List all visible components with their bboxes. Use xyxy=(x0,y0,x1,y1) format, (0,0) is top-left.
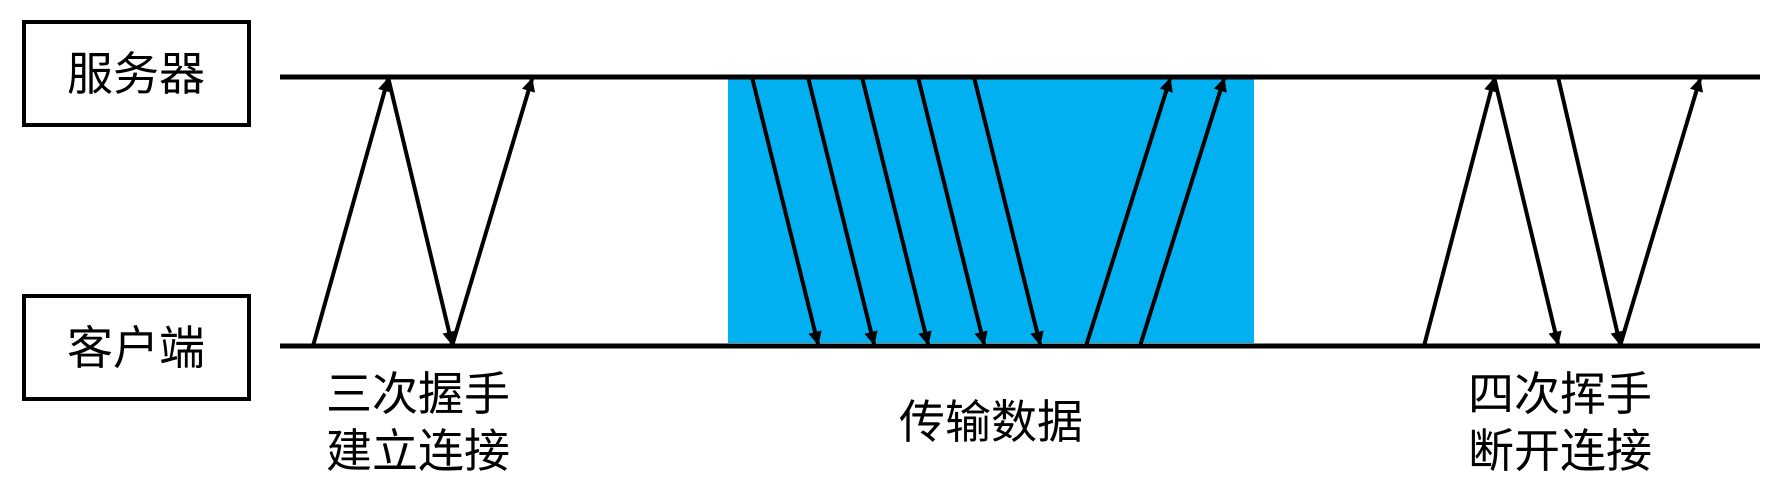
client-box xyxy=(22,294,251,401)
message-arrow-6-transfer-server-to-client xyxy=(860,76,932,346)
message-arrow-10-transfer-client-to-server xyxy=(1138,77,1227,347)
message-arrow-14-disconnect-client-to-server xyxy=(1618,77,1704,347)
disconnect-caption-line1: 四次挥手 xyxy=(1468,367,1652,421)
message-arrow-4-transfer-server-to-client xyxy=(750,76,822,346)
server-box xyxy=(22,20,251,127)
server-label: 服务器 xyxy=(67,47,205,101)
connect-caption-line2: 建立连接 xyxy=(326,424,510,478)
message-arrow-3-connect-client-to-server xyxy=(450,77,536,347)
disconnect-caption: 四次挥手 断开连接 xyxy=(1468,367,1652,478)
message-arrow-9-transfer-client-to-server xyxy=(1084,77,1173,347)
transfer-caption: 传输数据 xyxy=(899,395,1083,449)
transfer-band xyxy=(728,77,1254,343)
message-arrow-5-transfer-server-to-client xyxy=(806,76,878,346)
server-node: 服务器 xyxy=(22,20,251,127)
message-arrow-13-disconnect-server-to-client xyxy=(1556,76,1624,346)
message-arrows xyxy=(311,76,1704,347)
message-arrow-2-connect-server-to-client xyxy=(386,76,456,346)
connect-caption-line1: 三次握手 xyxy=(326,367,510,421)
message-arrow-12-disconnect-server-to-client xyxy=(1492,76,1562,346)
message-arrow-8-transfer-server-to-client xyxy=(972,76,1044,346)
client-node: 客户端 xyxy=(22,294,251,401)
message-arrow-1-connect-client-to-server xyxy=(311,77,392,347)
message-arrow-7-transfer-server-to-client xyxy=(916,76,988,346)
client-label: 客户端 xyxy=(67,321,205,375)
disconnect-caption-line2: 断开连接 xyxy=(1468,424,1652,478)
message-arrow-11-disconnect-client-to-server xyxy=(1422,77,1498,347)
connect-caption: 三次握手 建立连接 xyxy=(326,367,510,478)
